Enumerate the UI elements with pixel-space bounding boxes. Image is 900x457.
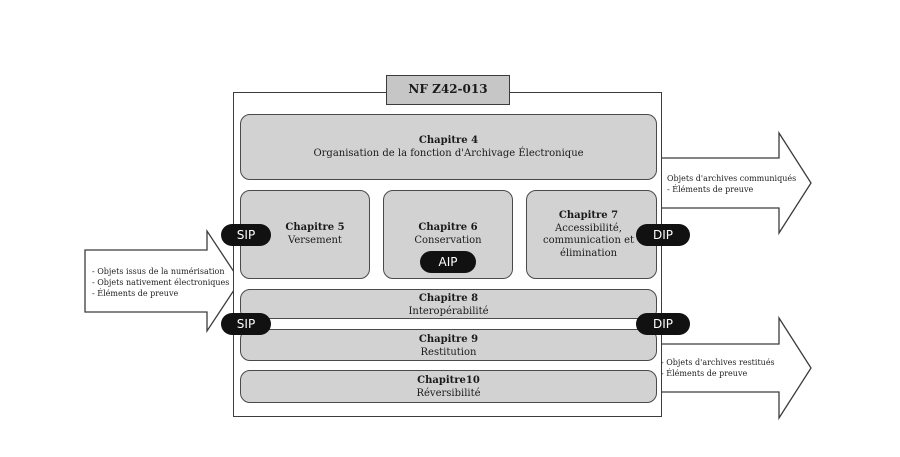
output-bottom-arrow-text: - Objets d'archives restitués - Éléments…	[661, 357, 775, 379]
chapter-4-subtitle: Organisation de la fonction d'Archivage …	[313, 147, 584, 159]
chapter-9-subtitle: Restitution	[420, 346, 477, 358]
chapter-4-title: Chapitre 4	[418, 135, 479, 146]
chapter-9-title: Chapitre 9	[418, 334, 479, 345]
chapter-7-line-2: communication et	[542, 235, 635, 246]
chapter-10-box: Chapitre10 Réversibilité	[240, 370, 657, 403]
sip-badge-top: SIP	[221, 224, 271, 246]
chapter-6-title: Chapitre 6	[418, 222, 478, 233]
sip-badge-bottom: SIP	[221, 313, 271, 335]
chapter-10-title: Chapitre10	[417, 375, 480, 386]
input-arrow-text: - Objets issus de la numérisation - Obje…	[92, 266, 229, 299]
chapter-9-box: Chapitre 9 Restitution	[240, 329, 657, 361]
standard-title: NF Z42-013	[386, 75, 510, 105]
input-item: - Objets issus de la numérisation	[92, 267, 225, 276]
chapter-7-line-1: Accessibilité,	[555, 222, 622, 234]
output-top-item: - Éléments de preuve	[667, 185, 754, 194]
input-arrow	[84, 228, 241, 334]
dip-badge-top: DIP	[636, 224, 690, 246]
dip-badge-bottom: DIP	[636, 313, 690, 335]
chapter-8-subtitle: Interopérabilité	[408, 305, 489, 317]
chapter-7-line-3: élimination	[559, 247, 618, 259]
chapter-8-title: Chapitre 8	[418, 293, 479, 304]
chapter-5-subtitle: Versement	[288, 234, 342, 246]
output-bottom-item: - Éléments de preuve	[661, 369, 748, 378]
chapter-8-box: Chapitre 8 Interopérabilité	[240, 289, 657, 320]
output-top-arrow-text: Objets d'archives communiqués - Éléments…	[667, 173, 796, 195]
aip-badge: AIP	[420, 251, 476, 273]
chapter-7-title: Chapitre 7	[558, 210, 619, 221]
chapter-4-box: Chapitre 4 Organisation de la fonction d…	[240, 114, 657, 180]
chapter-10-subtitle: Réversibilité	[416, 387, 481, 399]
output-arrow-bottom	[656, 315, 812, 421]
output-bottom-item: - Objets d'archives restitués	[661, 358, 775, 367]
chapter-5-title: Chapitre 5	[285, 222, 345, 233]
input-item: - Objets nativement électroniques	[92, 278, 230, 287]
input-item: - Éléments de preuve	[92, 289, 179, 298]
chapter-6-subtitle: Conservation	[414, 234, 482, 246]
output-arrow-top	[656, 130, 812, 236]
output-top-item: Objets d'archives communiqués	[667, 174, 797, 183]
